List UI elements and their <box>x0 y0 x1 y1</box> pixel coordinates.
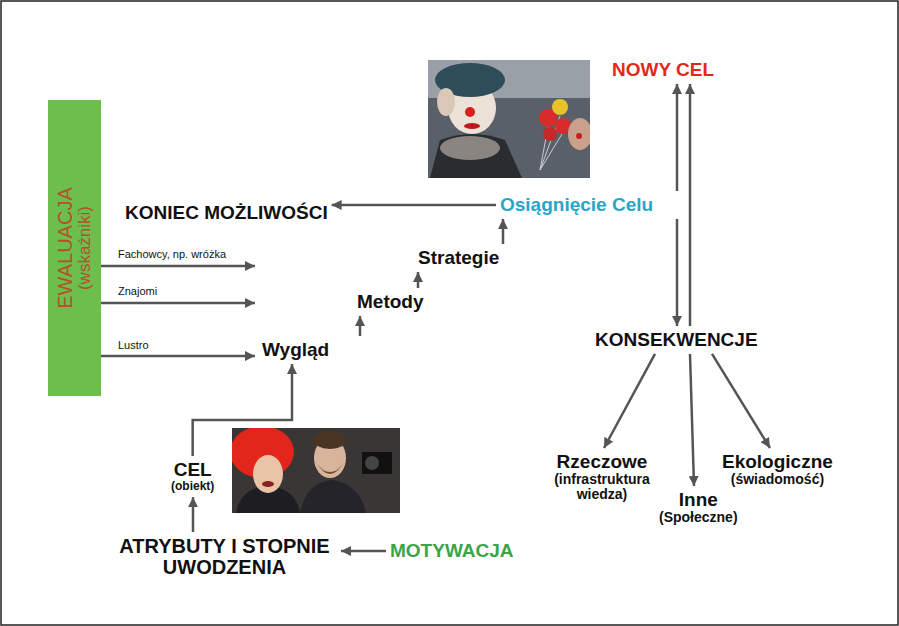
second-face <box>568 118 590 150</box>
node-title: EWALUACJA <box>55 187 76 309</box>
woman-face <box>253 455 283 493</box>
flow-arrow <box>690 354 694 486</box>
node-title: MOTYWACJA <box>390 541 514 561</box>
flow-arrow <box>604 354 655 448</box>
node-title: Inne <box>659 490 738 510</box>
node-title: Osiągnięcie Celu <box>500 195 653 215</box>
step-label: Wygląd <box>262 340 329 360</box>
node-title: Ekologiczne <box>722 452 833 472</box>
flow-arrow <box>341 550 386 553</box>
node-subtitle: (świadomość) <box>722 472 833 487</box>
motivation-label: MOTYWACJA <box>390 541 514 561</box>
evaluation-arrow <box>101 302 255 305</box>
node-title: Wygląd <box>262 340 329 360</box>
consequence-type: Rzeczowe(infrastruktura wiedza) <box>547 452 657 503</box>
camera <box>362 452 392 474</box>
node-subtitle: (wskaźniki) <box>76 187 95 309</box>
flow-arrow <box>193 364 292 456</box>
node-title: NOWY CEL <box>612 60 714 80</box>
flow-arrow <box>417 272 420 288</box>
node-title: Metody <box>357 292 424 312</box>
flow-arrow <box>676 84 679 191</box>
clown-photo <box>428 60 590 178</box>
evaluation-arrow <box>101 355 255 358</box>
flow-arrow <box>502 219 505 244</box>
step-label: Strategie <box>418 248 499 268</box>
node-title: KONSEKWENCJE <box>595 330 758 350</box>
coat <box>430 134 522 178</box>
end-label: KONIEC MOŻLIWOŚCI <box>125 203 328 223</box>
flow-arrow <box>192 497 195 532</box>
arrow-label: Fachowcy, np. wróżka <box>118 248 226 261</box>
consequences-label: KONSEKWENCJE <box>595 330 758 350</box>
consequence-type: Ekologiczne(świadomość) <box>722 452 833 487</box>
node-title: Strategie <box>418 248 499 268</box>
goal-achieved-label: Osiągnięcie Celu <box>500 195 653 215</box>
evaluation-arrow <box>101 265 255 268</box>
flow-arrow <box>332 204 496 207</box>
flow-arrow <box>359 316 362 336</box>
camera-lens <box>365 456 379 470</box>
photo-background <box>428 60 590 178</box>
node-title: Rzeczowe <box>547 452 657 472</box>
node-subtitle: (Społeczne) <box>659 510 738 525</box>
goal-label: CEL(obiekt) <box>171 460 214 493</box>
beard <box>316 462 344 474</box>
arrow-label: Znajomi <box>118 285 157 298</box>
new-goal-label: NOWY CEL <box>612 60 714 80</box>
attributes-label: ATRYBUTY I STOPNIE UWODZENIA <box>112 536 337 578</box>
flow-arrow <box>712 354 770 448</box>
red-wig-photo <box>232 428 400 513</box>
woman-mouth <box>262 481 274 487</box>
scarf <box>440 136 500 160</box>
node-subtitle: (obiekt) <box>171 480 214 493</box>
node-subtitle: (infrastruktura wiedza) <box>547 472 657 503</box>
clown-mouth <box>464 123 480 129</box>
flow-arrow <box>676 219 679 326</box>
evaluation-box: EWALUACJA(wskaźniki) <box>48 100 101 396</box>
coat <box>300 480 366 513</box>
balloon <box>552 99 568 115</box>
flow-arrow <box>689 84 692 326</box>
balloon <box>543 127 557 141</box>
arrow-label: Lustro <box>118 339 149 352</box>
step-label: Metody <box>357 292 424 312</box>
hand <box>437 88 455 116</box>
second-nose <box>576 133 582 139</box>
rotated-text-group: EWALUACJA(wskaźniki) <box>55 187 95 309</box>
node-title: ATRYBUTY I STOPNIE UWODZENIA <box>112 536 337 578</box>
clown-nose <box>465 107 475 117</box>
man-hair <box>313 431 347 449</box>
node-title: CEL <box>171 460 214 480</box>
node-title: KONIEC MOŻLIWOŚCI <box>125 203 328 223</box>
consequence-type: Inne(Społeczne) <box>659 490 738 525</box>
